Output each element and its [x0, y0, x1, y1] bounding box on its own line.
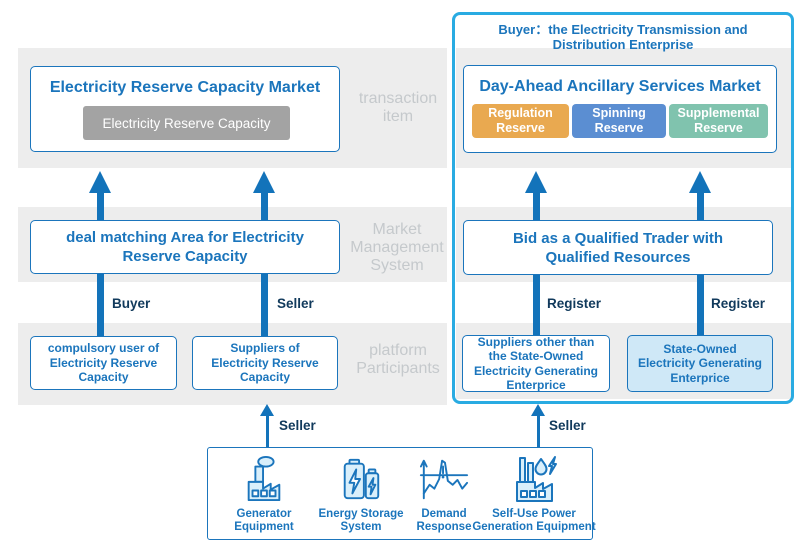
deal-matching-area-box: deal matching Area for Electricity Reser… — [30, 220, 340, 274]
day-ahead-ancillary-services-market-box: Day-Ahead Ancillary Services Market Regu… — [463, 65, 777, 153]
resource-generator-equipment: Generator Equipment — [219, 454, 309, 534]
seller-label: Seller — [277, 296, 314, 311]
factory-icon — [247, 456, 281, 502]
row-label-transaction-item: transaction item — [358, 90, 438, 125]
electricity-reserve-capacity-chip: Electricity Reserve Capacity — [83, 106, 290, 140]
other-suppliers-box: Suppliers other than the State-Owned Ele… — [462, 335, 610, 392]
register-label-2: Register — [711, 296, 766, 311]
compulsory-user-box: compulsory user of Electricity Reserve C… — [30, 336, 177, 390]
connector-register-1 — [532, 273, 540, 337]
seller-arrow-left-head — [260, 404, 274, 416]
row-label-market-management-system: Market Management System — [350, 221, 444, 274]
up-arrow-right-2-shaft — [696, 190, 704, 221]
qualified-trader-bid-box: Bid as a Qualified Trader with Qualified… — [463, 220, 773, 275]
resource-label: Demand Response — [416, 508, 472, 533]
up-arrow-left-buyer-shaft — [96, 190, 104, 221]
up-arrow-right-1-head — [525, 171, 547, 193]
resource-label: Self-Use Power Generation Equipment — [472, 508, 596, 533]
seller-arrow-left-shaft — [265, 414, 269, 448]
reserve-capacity-suppliers-box: Suppliers of Electricity Reserve Capacit… — [192, 336, 338, 390]
factory-power-icon — [516, 456, 557, 502]
up-arrow-left-seller-shaft — [260, 190, 268, 221]
electricity-reserve-capacity-market-box: Electricity Reserve Capacity Market Elec… — [30, 66, 340, 152]
buyer-enterprise-header: Buyer：the Electricity Transmission and D… — [498, 22, 748, 52]
day-ahead-ancillary-services-market-title: Day-Ahead Ancillary Services Market — [479, 78, 761, 95]
register-label-1: Register — [547, 296, 602, 311]
demand-chart-icon — [419, 459, 469, 500]
up-arrow-left-buyer-head — [89, 171, 111, 193]
resource-label: Energy Storage System — [318, 508, 404, 533]
seller-bottom-left-label: Seller — [279, 418, 316, 433]
up-arrow-right-1-shaft — [532, 190, 540, 221]
connector-register-2 — [696, 273, 704, 337]
connector-buyer — [96, 271, 104, 338]
battery-icon — [343, 458, 380, 500]
buyer-enterprise-container — [452, 12, 794, 404]
resource-energy-storage: Energy Storage System — [314, 454, 408, 534]
seller-bottom-right-label: Seller — [549, 418, 586, 433]
resource-label: Generator Equipment — [234, 508, 294, 533]
regulation-reserve-chip: Regulation Reserve — [472, 104, 569, 138]
spinning-reserve-chip: Spinning Reserve — [572, 104, 666, 138]
row-label-platform-participants: platform Participants — [356, 342, 440, 377]
buyer-label: Buyer — [112, 296, 151, 311]
seller-arrow-right-shaft — [536, 414, 540, 448]
electricity-reserve-capacity-market-title: Electricity Reserve Capacity Market — [49, 79, 321, 96]
resource-demand-response: Demand Response — [406, 454, 482, 534]
seller-arrow-right-head — [531, 404, 545, 416]
state-owned-enterprise-box: State-Owned Electricity Generating Enter… — [627, 335, 773, 392]
supplemental-reserve-chip: Supplemental Reserve — [669, 104, 768, 138]
up-arrow-left-seller-head — [253, 171, 275, 193]
up-arrow-right-2-head — [689, 171, 711, 193]
connector-seller — [260, 271, 268, 338]
resource-self-use-power: Self-Use Power Generation Equipment — [470, 454, 598, 534]
